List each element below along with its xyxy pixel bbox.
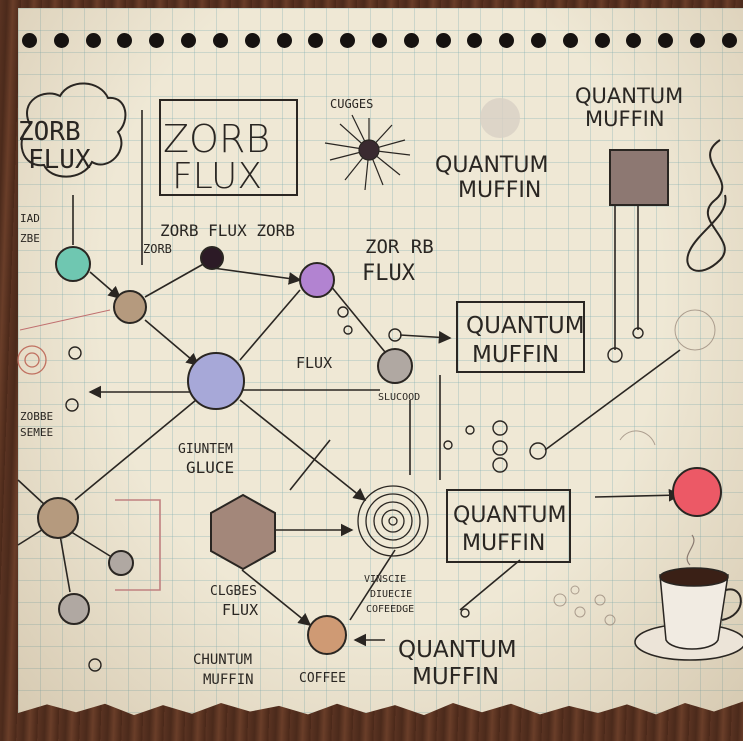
grey-node-bottom bbox=[59, 594, 89, 624]
quantum-muffin-bottom-line2: MUFFIN bbox=[412, 664, 499, 690]
scribble-mid: SLUCOOD bbox=[378, 392, 420, 403]
top-scribble-label: CUGGES bbox=[330, 97, 373, 111]
red-node bbox=[673, 468, 721, 516]
teal-node bbox=[56, 247, 90, 281]
quantum-muffin-box-right-line1: QUANTUM bbox=[466, 313, 585, 339]
spiral-doodle-left bbox=[18, 346, 46, 374]
spiral-node bbox=[358, 486, 428, 556]
giuntem-label-line2: GLUCE bbox=[186, 458, 234, 477]
quantum-muffin-box-low-line1: QUANTUM bbox=[453, 503, 566, 528]
zorb-flux-zorb-label: ZORB FLUX ZORB bbox=[160, 221, 295, 240]
vinscie-line3: COFEEDGE bbox=[366, 604, 414, 615]
clgbes-label-line1: CLGBES bbox=[210, 584, 257, 599]
vinscie-line2: DIUECIE bbox=[370, 589, 412, 600]
quantum-muffin-box-right-line2: MUFFIN bbox=[472, 342, 559, 368]
left-scribble-4: SEMEE bbox=[20, 426, 53, 439]
zorrb-label-line1: ZOR RB bbox=[365, 236, 434, 258]
quantum-muffin-top-right-line2: MUFFIN bbox=[585, 107, 665, 131]
grey-node bbox=[378, 349, 412, 383]
vinscie-line1: VINSCIE bbox=[364, 574, 406, 585]
small-grey-node bbox=[109, 551, 133, 575]
quantum-muffin-bottom-line1: QUANTUM bbox=[398, 637, 517, 663]
coffee-cup-icon bbox=[635, 535, 743, 660]
clgbes-label-line2: FLUX bbox=[222, 601, 258, 619]
zorb-small-label: ZORB bbox=[143, 242, 172, 256]
coffee-node bbox=[308, 616, 346, 654]
dna-spiral-icon bbox=[687, 140, 725, 271]
tan-node-left bbox=[38, 498, 78, 538]
left-scribble-2: ZBE bbox=[20, 232, 40, 245]
left-scribble-3: ZOBBE bbox=[20, 410, 53, 423]
giuntem-label-line1: GIUNTEM bbox=[178, 442, 233, 457]
faint-circle bbox=[480, 98, 520, 138]
periwinkle-hub-node bbox=[188, 353, 244, 409]
hexagon-node bbox=[211, 495, 275, 569]
zorb-flux-cloud-line1: ZORB bbox=[18, 117, 81, 147]
chuntum-label-line2: MUFFIN bbox=[203, 672, 254, 688]
left-scribble-1: IAD bbox=[20, 212, 40, 225]
purple-node bbox=[300, 263, 334, 297]
zorrb-label-line2: FLUX bbox=[362, 261, 416, 286]
zorb-flux-box-line1: ZORB bbox=[163, 117, 270, 161]
zorb-flux-cloud-line2: FLUX bbox=[28, 145, 91, 175]
quantum-muffin-top-right-line1: QUANTUM bbox=[575, 84, 683, 108]
dark-node bbox=[201, 247, 223, 269]
coffee-label: COFFEE bbox=[299, 671, 346, 686]
zorb-flux-box-line2: FLUX bbox=[172, 156, 262, 197]
quantum-muffin-mid-line1: QUANTUM bbox=[435, 153, 548, 178]
flux-small-label: FLUX bbox=[296, 354, 332, 372]
chuntum-label-line1: CHUNTUM bbox=[193, 652, 252, 668]
quantum-muffin-mid-line2: MUFFIN bbox=[458, 178, 541, 203]
quantum-muffin-box-low-line2: MUFFIN bbox=[462, 531, 545, 556]
brown-square bbox=[610, 150, 668, 205]
sunburst-icon bbox=[325, 115, 410, 190]
tan-node bbox=[114, 291, 146, 323]
